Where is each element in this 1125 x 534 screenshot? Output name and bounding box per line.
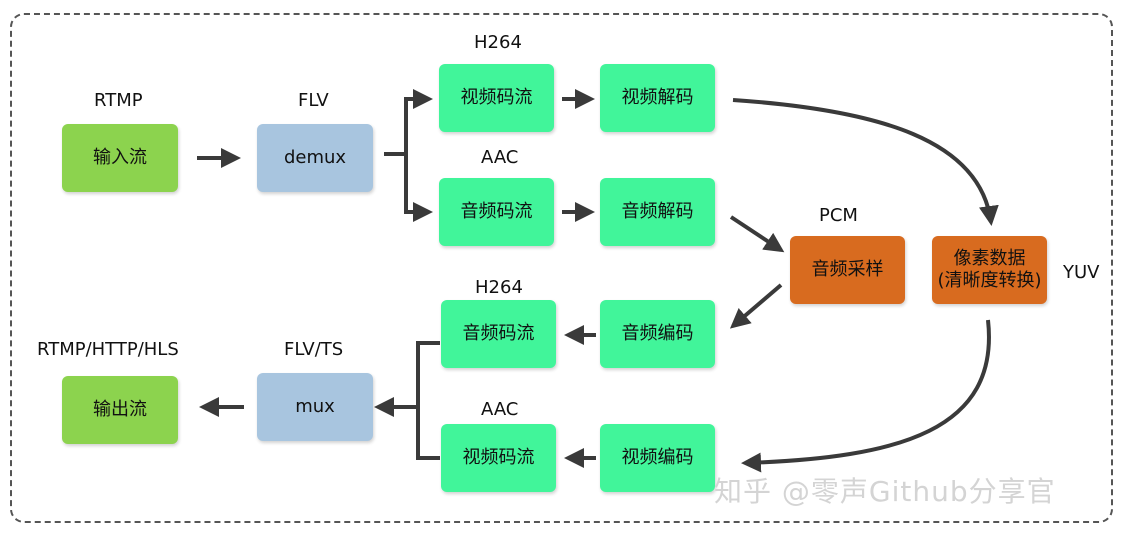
arrow-sampling-to-audio-encode	[729, 283, 783, 329]
label-yuv: YUV	[1063, 262, 1100, 283]
box-pixel-data: 像素数据 (清晰度转换)	[932, 236, 1047, 304]
box-video-encode: 视频编码	[600, 424, 715, 492]
label-h264-bottom: H264	[475, 277, 523, 298]
box-audio-sampling: 音频采样	[790, 236, 905, 304]
label-pcm: PCM	[819, 205, 858, 226]
box-audio-decode: 音频解码	[600, 178, 715, 246]
box-video-decode: 视频解码	[600, 64, 715, 132]
arrow-pixel-to-video-encode	[741, 319, 991, 473]
branch-mux-merge	[416, 341, 440, 460]
diagram-frame	[10, 13, 1113, 523]
box-input-stream: 输入流	[62, 124, 178, 192]
label-flv: FLV	[298, 90, 329, 111]
label-h264-top: H264	[474, 32, 522, 53]
label-aac-top: AAC	[481, 147, 519, 168]
label-flv-ts: FLV/TS	[284, 339, 344, 360]
box-mux: mux	[257, 373, 373, 441]
box-video-stream-out: 视频码流	[441, 424, 556, 492]
label-rtmp: RTMP	[94, 90, 143, 111]
box-audio-encode: 音频编码	[600, 300, 715, 368]
arrow-audio-decode-to-sampling	[729, 215, 785, 253]
arrow-video-decode-to-pixel	[732, 98, 999, 226]
label-rtmp-http-hls: RTMP/HTTP/HLS	[37, 339, 179, 360]
box-demux: demux	[257, 124, 373, 192]
box-output-stream: 输出流	[62, 376, 178, 444]
branch-demux-split	[384, 89, 433, 156]
box-audio-stream-out: 音频码流	[441, 300, 556, 368]
branch-demux-audio	[404, 154, 433, 222]
box-video-stream-in: 视频码流	[439, 64, 554, 132]
label-aac-bottom: AAC	[481, 399, 519, 420]
watermark: 知乎 @零声Github分享官	[714, 475, 1056, 508]
box-audio-stream-in: 音频码流	[439, 178, 554, 246]
